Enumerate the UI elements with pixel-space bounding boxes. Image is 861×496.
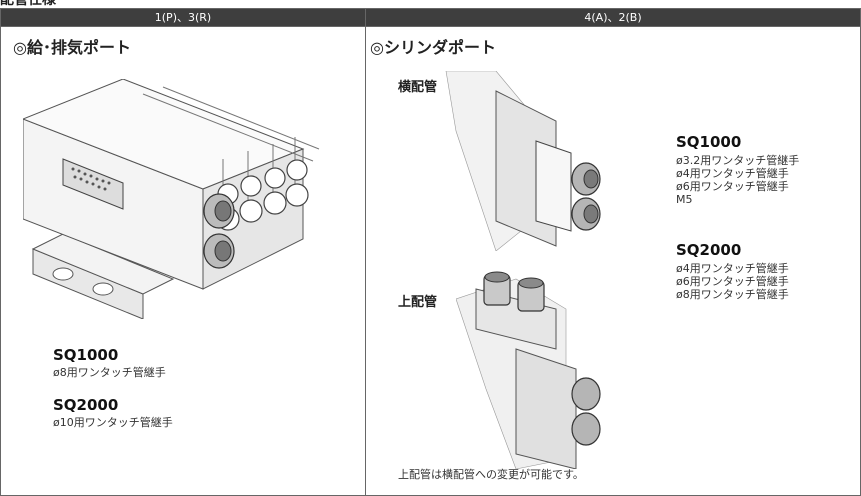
top-piping-illustration bbox=[456, 271, 601, 469]
manifold-illustration bbox=[23, 79, 320, 319]
horizontal-piping-label: 横配管 bbox=[398, 80, 438, 95]
piping-change-note: 上配管は横配管への変更が可能です。 bbox=[398, 468, 584, 481]
right-sq2000-spec-3: ø8用ワンタッチ管継手 bbox=[676, 288, 789, 301]
horizontal-piping-illustration bbox=[445, 71, 601, 251]
right-sq1000-spec-1: ø3.2用ワンタッチ管継手 bbox=[676, 154, 800, 167]
right-sq1000-specs: ø3.2用ワンタッチ管継手 ø4用ワンタッチ管継手 ø6用ワンタッチ管継手 M5 bbox=[676, 154, 799, 206]
left-sq2000-spec-1: ø10用ワンタッチ管継手 bbox=[53, 416, 173, 429]
left-sq1000-specs: ø8用ワンタッチ管継手 bbox=[53, 366, 166, 379]
right-sq2000-spec-1: ø4用ワンタッチ管継手 bbox=[676, 262, 789, 275]
cylinder-port-title: ◎シリンダポート bbox=[370, 38, 496, 57]
right-sq1000-spec-4: M5 bbox=[676, 193, 693, 206]
top-piping-label: 上配管 bbox=[398, 295, 438, 310]
column-header-left: 1(P)、3(R) bbox=[1, 9, 365, 27]
right-sq2000-spec-2: ø6用ワンタッチ管継手 bbox=[676, 275, 789, 288]
right-sq2000-model: SQ2000 bbox=[676, 241, 742, 259]
column-header-right: 4(A)、2(B) bbox=[366, 9, 860, 27]
left-sq2000-specs: ø10用ワンタッチ管継手 bbox=[53, 416, 173, 429]
left-sq1000-spec-1: ø8用ワンタッチ管継手 bbox=[53, 366, 166, 379]
supply-exhaust-port-title: ◎給･排気ポート bbox=[13, 38, 131, 57]
piping-spec-table: 1(P)、3(R) ◎給･排気ポート bbox=[0, 8, 861, 496]
right-sq1000-spec-2: ø4用ワンタッチ管継手 bbox=[676, 167, 789, 180]
page-title: 配管仕様 bbox=[0, 0, 56, 8]
cylinder-port-column: 4(A)、2(B) ◎シリンダポート 横配管 上配管 bbox=[366, 8, 861, 496]
supply-exhaust-column: 1(P)、3(R) ◎給･排気ポート bbox=[0, 8, 366, 496]
left-sq1000-model: SQ1000 bbox=[53, 346, 119, 364]
right-sq1000-spec-3: ø6用ワンタッチ管継手 bbox=[676, 180, 789, 193]
left-sq2000-model: SQ2000 bbox=[53, 396, 119, 414]
right-sq2000-specs: ø4用ワンタッチ管継手 ø6用ワンタッチ管継手 ø8用ワンタッチ管継手 bbox=[676, 262, 789, 301]
right-sq1000-model: SQ1000 bbox=[676, 133, 742, 151]
